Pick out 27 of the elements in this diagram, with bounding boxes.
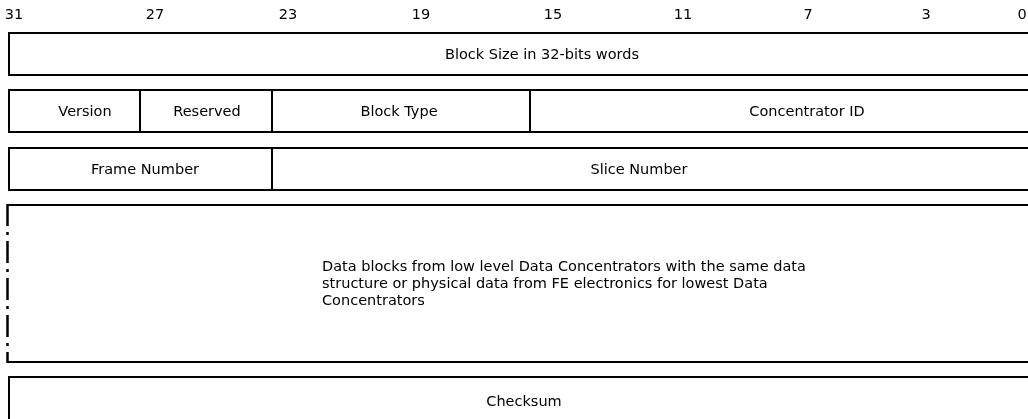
bit-number: 11 (673, 6, 693, 22)
packet-field (8, 147, 273, 191)
field-label: Checksum (486, 392, 562, 410)
bit-number: 31 (4, 6, 24, 22)
field-label: Frame Number (91, 160, 199, 178)
field-label: Block Type (360, 102, 438, 120)
bit-number: 15 (543, 6, 563, 22)
packet-field (8, 204, 1028, 363)
field-label: Version (58, 102, 112, 120)
field-label: Reserved (173, 102, 241, 120)
packet-field (271, 147, 1028, 191)
packet-field (8, 89, 141, 133)
field-label: Data blocks from low level Data Concentrators with the same data structure or physical data from FE electronics for lowest Data Concentrators (322, 258, 807, 309)
bit-number: 0 (1017, 6, 1027, 22)
packet-field (139, 89, 273, 133)
bit-number: 23 (278, 6, 298, 22)
field-label: Concentrator ID (749, 102, 865, 120)
field-label: Slice Number (590, 160, 688, 178)
packet-field (8, 376, 1028, 419)
bit-number: 3 (921, 6, 931, 22)
packet-field (8, 32, 1028, 76)
bit-number: 27 (145, 6, 165, 22)
field-label: Block Size in 32-bits words (445, 45, 639, 63)
bit-number: 7 (803, 6, 813, 22)
packet-field (271, 89, 531, 133)
packet-field (529, 89, 1028, 133)
bit-number: 19 (411, 6, 431, 22)
